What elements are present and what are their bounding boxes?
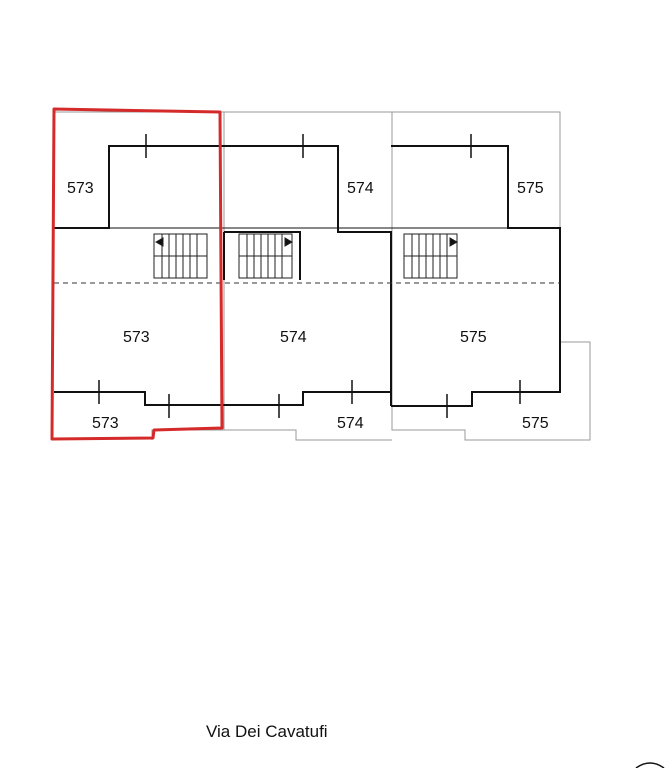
unit-label-573-bottom: 573 [92,415,119,432]
unit-label-575-bottom: 575 [522,415,549,432]
unit-label-575-mid: 575 [460,329,487,346]
street-name: Via Dei Cavatufi [206,722,328,741]
north-arrow-icon [635,762,665,768]
unit-label-573-top: 573 [67,180,94,197]
staircase-575 [403,233,459,279]
unit-label-573-mid: 573 [123,329,150,346]
unit-label-574-top: 574 [347,180,374,197]
staircase-574 [238,233,294,279]
staircase-573 [153,233,208,279]
unit-label-574-bottom: 574 [337,415,364,432]
unit-label-574-mid: 574 [280,329,307,346]
lot-outlines [54,111,591,441]
unit-573-highlight [50,107,224,441]
unit-label-575-top: 575 [517,180,544,197]
unit-walls [54,145,561,407]
door-marks [98,134,521,418]
